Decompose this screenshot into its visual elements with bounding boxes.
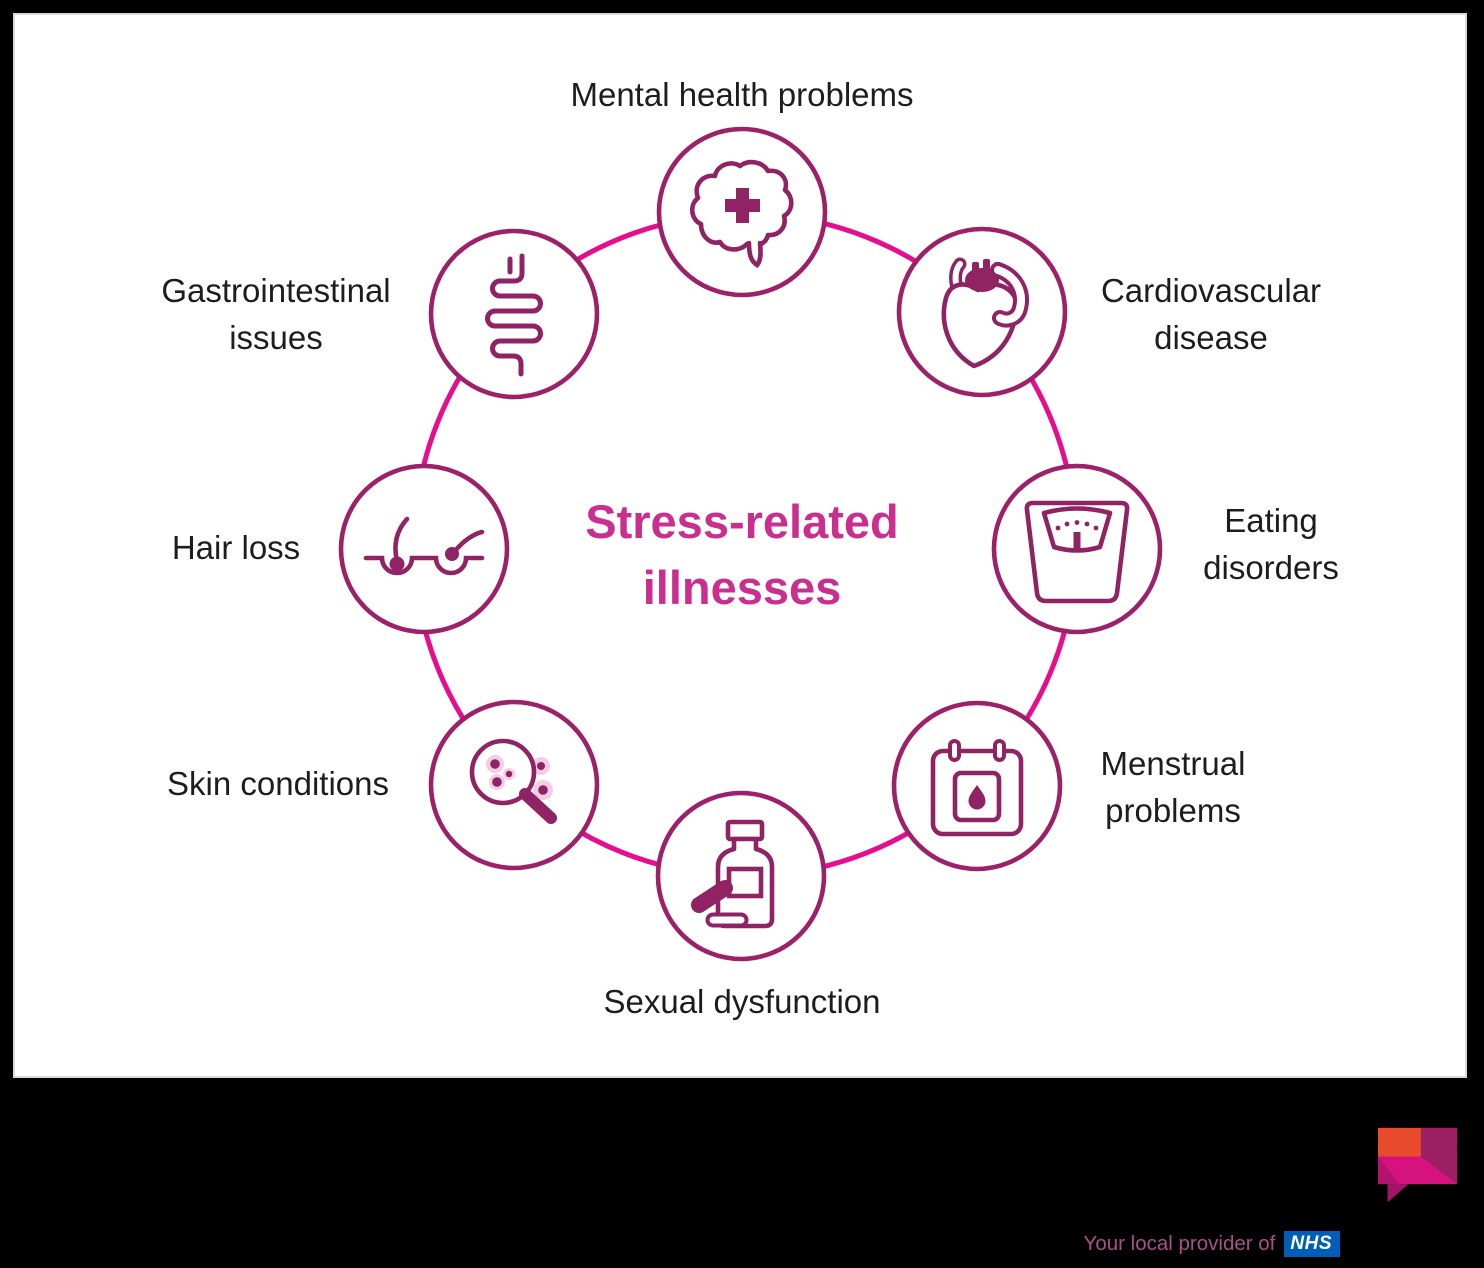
diagram-title-line1: Stress-related	[585, 495, 899, 548]
label-gastrointestinal: Gastrointestinal issues	[161, 272, 391, 356]
tagline-text: Your local provider of	[1083, 1232, 1276, 1255]
logo-orange-block	[1378, 1127, 1421, 1157]
node-cardiovascular	[896, 226, 1068, 398]
node-circle	[428, 228, 600, 400]
anatomical-heart-icon	[941, 257, 1029, 369]
logo-dark-fold	[1420, 1127, 1458, 1185]
intestines-icon	[485, 253, 543, 377]
label-menstrual-problems: Menstrual problems	[1100, 745, 1246, 829]
node-eating-disorders	[991, 463, 1163, 635]
label-hair-loss: Hair loss	[171, 529, 301, 566]
diagram-title-line2: illnesses	[642, 561, 842, 614]
label-eating-disorders: Eating disorders	[1203, 502, 1339, 586]
node-circle	[338, 463, 510, 635]
footer-tagline: Your local provider of NHS	[1084, 1231, 1340, 1257]
hair-follicle-icon	[363, 516, 485, 576]
weighing-scale-icon	[1024, 500, 1130, 604]
diagram-title: Stress-related illnesses	[585, 489, 899, 621]
node-hair-loss	[338, 463, 510, 635]
nhs-logo: NHS	[1284, 1231, 1340, 1257]
node-gastrointestinal	[428, 228, 600, 400]
provider-logo	[1378, 1127, 1458, 1203]
calendar-drop-icon	[930, 739, 1024, 837]
label-skin-conditions: Skin conditions	[167, 765, 389, 802]
node-sexual-dysfunction	[655, 790, 827, 962]
logo-bubble-tail	[1387, 1184, 1409, 1203]
node-skin-conditions	[428, 699, 600, 871]
node-mental-health	[656, 126, 828, 298]
node-menstrual-problems	[891, 700, 1063, 872]
magnifier-spots-icon	[469, 738, 557, 824]
brain-cross-icon	[690, 159, 794, 268]
label-cardiovascular: Cardiovascular disease	[1100, 272, 1322, 356]
label-mental-health: Mental health problems	[570, 76, 914, 113]
label-sexual-dysfunction: Sexual dysfunction	[603, 983, 881, 1020]
pill-bottle-icon	[691, 819, 775, 929]
